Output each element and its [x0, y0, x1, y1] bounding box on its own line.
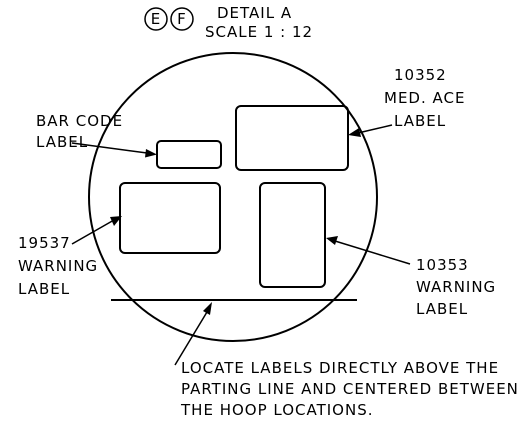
detail-circle	[88, 52, 378, 342]
warning-19537-text-1: 19537	[18, 234, 71, 252]
parting-line-leader	[174, 302, 212, 366]
warning-19537-text-2: WARNING	[18, 257, 98, 275]
bar-code-text-2: LABEL	[36, 133, 88, 151]
warning-19537-leader	[71, 216, 122, 245]
note-line-1: LOCATE LABELS DIRECTLY ABOVE THE	[181, 359, 499, 377]
note-line-2: PARTING LINE AND CENTERED BETWEEN	[181, 380, 519, 398]
grid-ref-e-circle	[144, 7, 168, 31]
med-ace-text-2: MED. ACE	[384, 89, 465, 107]
med-ace-leader	[348, 124, 393, 137]
med-ace-text-1: 10352	[394, 66, 447, 84]
med-ace-text-3: LABEL	[394, 112, 446, 130]
note-line-3: THE HOOP LOCATIONS.	[180, 401, 374, 419]
detail-scale: SCALE 1 : 12	[205, 23, 313, 41]
bar-code-label-rect	[156, 140, 222, 169]
bar-code-leader	[71, 142, 157, 158]
med-ace-label-rect	[235, 105, 349, 171]
warning-10353-label-rect	[259, 182, 326, 288]
detail-title: DETAIL A	[217, 4, 292, 22]
grid-ref-f: F	[177, 10, 187, 28]
bar-code-text-1: BAR CODE	[36, 112, 123, 130]
warning-19537-text-3: LABEL	[18, 280, 70, 298]
grid-ref-f-circle	[170, 7, 194, 31]
warning-19537-label-rect	[119, 182, 221, 254]
grid-ref-e: E	[151, 10, 161, 28]
warning-10353-leader	[326, 236, 411, 265]
warning-10353-text-1: 10353	[416, 256, 469, 274]
warning-10353-text-3: LABEL	[416, 300, 468, 318]
warning-10353-text-2: WARNING	[416, 278, 496, 296]
